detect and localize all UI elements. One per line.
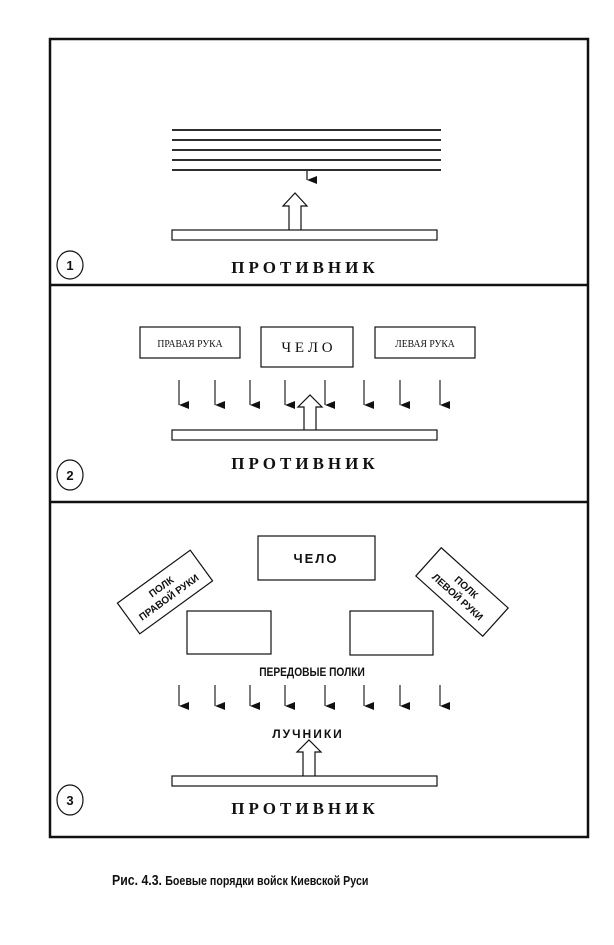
enemy-advance-arrow bbox=[296, 394, 324, 430]
caption-number: Рис. 4.3. bbox=[112, 872, 162, 889]
left-hand-unit bbox=[374, 326, 476, 359]
enemy-line bbox=[171, 229, 438, 241]
panel-number-circle bbox=[56, 459, 84, 491]
attack-arrows bbox=[178, 685, 450, 710]
archers-label: ЛУЧНИКИ bbox=[272, 727, 344, 741]
panel-2: ПРАВАЯ РУКА Ч Е Л О ЛЕВАЯ РУКА ПРОТИВНИК… bbox=[56, 326, 476, 491]
enemy-label: ПРОТИВНИК bbox=[231, 454, 378, 473]
left-hand-label: ЛЕВАЯ РУКА bbox=[395, 339, 455, 351]
center-unit bbox=[257, 535, 376, 581]
panel-number-circle bbox=[56, 250, 84, 280]
outer-frame bbox=[48, 37, 590, 839]
attack-arrows bbox=[178, 380, 450, 409]
right-hand-unit bbox=[116, 549, 214, 635]
figure-caption: Рис. 4.3.Боевые порядки войск Киевской Р… bbox=[112, 872, 368, 890]
vanguard-label: ПЕРЕДОВЫЕ ПОЛКИ bbox=[259, 666, 365, 679]
panel-1: ПРОТИВНИК 1 bbox=[56, 129, 441, 280]
vanguard-unit-left bbox=[186, 610, 272, 655]
left-hand-regiment: ПОЛК ЛЕВОЙ РУКИ bbox=[414, 546, 510, 638]
panel-number: 2 bbox=[66, 468, 73, 483]
panel-number: 3 bbox=[66, 793, 73, 808]
formation-lines bbox=[172, 129, 441, 171]
center-label: ЧЕЛО bbox=[293, 551, 338, 566]
vanguard-unit-right bbox=[349, 610, 434, 656]
enemy-advance-arrow bbox=[281, 192, 309, 230]
center-label: Ч Е Л О bbox=[281, 340, 332, 356]
enemy-label: ПРОТИВНИК bbox=[231, 258, 378, 277]
panel-number-circle bbox=[56, 784, 84, 816]
right-hand-unit bbox=[139, 326, 241, 359]
enemy-advance-arrow bbox=[295, 739, 323, 776]
center-unit bbox=[260, 326, 354, 368]
panel-number: 1 bbox=[66, 258, 73, 273]
caption-text: Боевые порядки войск Киевской Руси bbox=[165, 873, 369, 888]
enemy-label: ПРОТИВНИК bbox=[231, 799, 378, 818]
left-hand-unit bbox=[414, 546, 510, 638]
enemy-line bbox=[171, 429, 438, 441]
right-hand-label: ПРАВАЯ РУКА bbox=[157, 339, 223, 351]
enemy-line bbox=[171, 775, 438, 787]
panel-3: ЧЕЛО ПОЛК ПРАВОЙ РУКИ ПОЛК ЛЕВОЙ РУКИ ПЕ… bbox=[56, 535, 510, 818]
